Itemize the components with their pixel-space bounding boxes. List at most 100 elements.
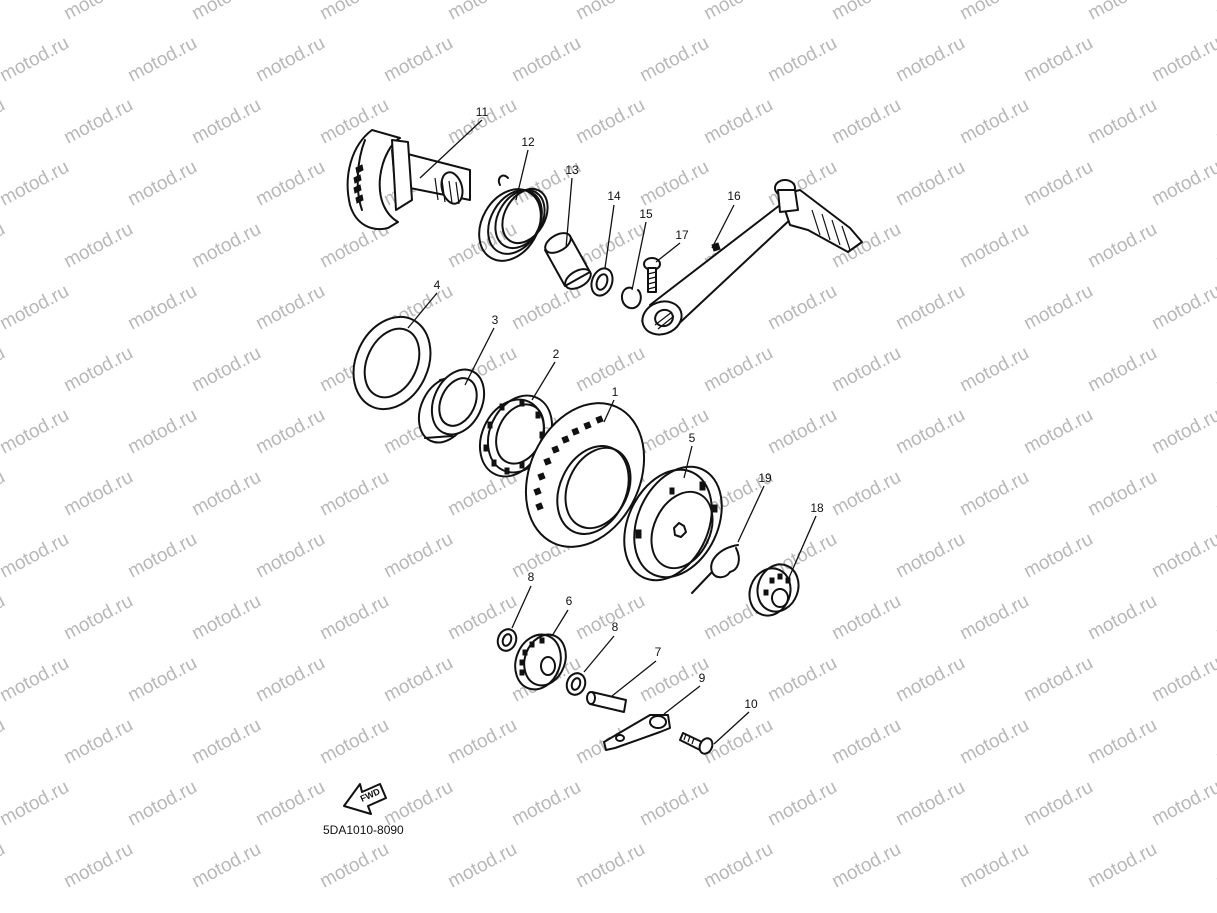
watermark-text: motod.ru xyxy=(316,591,392,645)
watermark-text: motod.ru xyxy=(188,95,264,149)
watermark-text: motod.ru xyxy=(508,777,584,831)
watermark-text: motod.ru xyxy=(892,157,968,211)
watermark-text: motod.ru xyxy=(0,95,9,149)
watermark-text: motod.ru xyxy=(444,715,520,769)
watermark-text: motod.ru xyxy=(188,715,264,769)
callout-14: 14 xyxy=(607,189,621,203)
diagram-code: 5DA1010-8090 xyxy=(323,823,404,837)
watermark-text: motod.ru xyxy=(636,777,712,831)
watermark-text: motod.ru xyxy=(956,467,1032,521)
watermark-text: motod.ru xyxy=(0,839,9,893)
watermark-text: motod.ru xyxy=(1212,591,1217,645)
plate-9-part xyxy=(603,714,671,751)
callout-12: 12 xyxy=(521,135,535,149)
watermark-text: motod.ru xyxy=(124,281,200,335)
callout-15: 15 xyxy=(639,207,653,221)
watermark-text: motod.ru xyxy=(188,343,264,397)
circlip-part xyxy=(621,286,642,310)
watermark-text: motod.ru xyxy=(572,839,648,893)
watermark-text: motod.ru xyxy=(188,0,264,24)
callout-1: 1 xyxy=(612,385,619,399)
watermark-text: motod.ru xyxy=(892,529,968,583)
watermark-text: motod.ru xyxy=(252,157,328,211)
watermark-text: motod.ru xyxy=(252,281,328,335)
washer-14-part xyxy=(590,267,614,297)
watermark-text: motod.ru xyxy=(764,653,840,707)
watermark-text: motod.ru xyxy=(572,0,648,24)
watermark-text: motod.ru xyxy=(1212,219,1217,273)
watermark-text: motod.ru xyxy=(1084,343,1160,397)
watermark-text: motod.ru xyxy=(956,591,1032,645)
shaft-7-part xyxy=(586,691,627,713)
watermark-text: motod.ru xyxy=(572,343,648,397)
callout-17: 17 xyxy=(675,228,689,242)
washer-8a-part xyxy=(496,628,518,652)
watermark-text: motod.ru xyxy=(1084,715,1160,769)
watermark-text: motod.ru xyxy=(444,219,520,273)
watermark-text: motod.ru xyxy=(828,467,904,521)
watermark-text: motod.ru xyxy=(60,95,136,149)
watermark-text: motod.ru xyxy=(1020,777,1096,831)
watermark-text: motod.ru xyxy=(636,157,712,211)
washer-4-part xyxy=(352,315,432,411)
watermark-text: motod.ru xyxy=(828,715,904,769)
kick-crank-part xyxy=(641,179,863,336)
watermark-text: motod.ru xyxy=(700,0,776,24)
idle-gear-part xyxy=(514,633,567,691)
watermark-text: motod.ru xyxy=(956,95,1032,149)
watermark-text: motod.ru xyxy=(1212,467,1217,521)
bolt-17-part xyxy=(643,257,661,293)
callout-18: 18 xyxy=(810,501,824,515)
leader-lines xyxy=(407,119,817,745)
watermark-text: motod.ru xyxy=(1020,281,1096,335)
watermark-text: motod.ru xyxy=(956,0,1032,24)
watermark-text: motod.ru xyxy=(316,0,392,24)
watermark-text: motod.ru xyxy=(0,591,9,645)
callout-2: 2 xyxy=(553,347,560,361)
watermark-text: motod.ru xyxy=(0,405,73,459)
watermark-text: motod.ru xyxy=(0,343,9,397)
watermark-text: motod.ru xyxy=(1212,715,1217,769)
watermark-text: motod.ru xyxy=(700,839,776,893)
watermark-text: motod.ru xyxy=(60,219,136,273)
watermark-text: motod.ru xyxy=(252,529,328,583)
callout-16: 16 xyxy=(727,189,741,203)
watermark-text: motod.ru xyxy=(892,653,968,707)
watermark-text: motod.ru xyxy=(764,405,840,459)
callout-5: 5 xyxy=(689,431,696,445)
watermark-text: motod.ru xyxy=(828,343,904,397)
watermark-text: motod.ru xyxy=(1084,219,1160,273)
watermark-text: motod.ru xyxy=(636,405,712,459)
watermark-text: motod.ru xyxy=(892,281,968,335)
bolt-10-part xyxy=(679,732,714,755)
watermark-text: motod.ru xyxy=(956,343,1032,397)
watermark-text: motod.ru xyxy=(60,591,136,645)
kick-gear-part xyxy=(748,563,800,617)
kick-shaft-part xyxy=(346,129,471,230)
watermark-text: motod.ru xyxy=(1084,591,1160,645)
watermark-text: motod.ru xyxy=(892,33,968,87)
watermark-text: motod.ru xyxy=(764,777,840,831)
watermark-text: motod.ru xyxy=(1084,0,1160,24)
watermark-text: motod.ru xyxy=(124,653,200,707)
watermark-text: motod.ru xyxy=(0,33,73,87)
watermark-text: motod.ru xyxy=(764,33,840,87)
callout-9: 9 xyxy=(699,671,706,685)
ring-gear-part xyxy=(524,402,646,548)
watermark-text: motod.ru xyxy=(60,467,136,521)
watermark-text: motod.ru xyxy=(188,591,264,645)
watermark-text: motod.ru xyxy=(124,157,200,211)
kick-spring-part xyxy=(478,174,549,262)
callout-6: 6 xyxy=(566,594,573,608)
ratchet-disc-part xyxy=(623,465,723,582)
watermark-text: motod.ru xyxy=(1212,95,1217,149)
watermark-text: motod.ru xyxy=(956,839,1032,893)
watermark-text: motod.ru xyxy=(252,653,328,707)
watermark-text: motod.ru xyxy=(956,715,1032,769)
watermark-text: motod.ru xyxy=(1148,33,1217,87)
watermark-text: motod.ru xyxy=(892,405,968,459)
watermark-text: motod.ru xyxy=(1148,777,1217,831)
watermark-text: motod.ru xyxy=(188,839,264,893)
callout-19: 19 xyxy=(758,471,772,485)
